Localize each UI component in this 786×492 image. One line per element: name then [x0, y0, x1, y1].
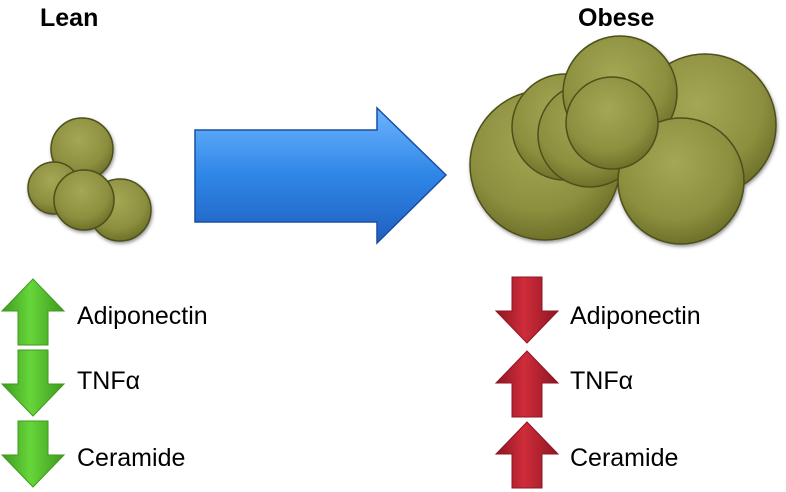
obese-tnfa-arrow-icon — [494, 350, 560, 418]
obese-cell — [565, 76, 659, 170]
lean-tnfa-label: TNFα — [77, 367, 141, 395]
obese-adiponectin-arrow-icon — [494, 276, 560, 344]
obese-adipocyte-cluster — [469, 35, 777, 245]
lean-cell — [53, 169, 115, 231]
lean-adiponectin-arrow-icon — [0, 278, 66, 346]
lean-adiponectin-label: Adiponectin — [77, 302, 208, 330]
obese-ceramide-arrow-icon — [494, 421, 560, 489]
lean-ceramide-arrow-icon — [0, 420, 66, 488]
obese-tnfa-label: TNFα — [570, 367, 634, 395]
lean-title: Lean — [40, 4, 99, 32]
obese-adiponectin-label: Adiponectin — [570, 302, 701, 330]
obese-title: Obese — [578, 4, 655, 32]
right-arrow-icon — [194, 106, 448, 245]
obese-ceramide-label: Ceramide — [570, 444, 679, 472]
lean-ceramide-label: Ceramide — [77, 444, 186, 472]
lean-adipocyte-cluster — [27, 117, 152, 242]
lean-tnfa-arrow-icon — [0, 349, 66, 417]
